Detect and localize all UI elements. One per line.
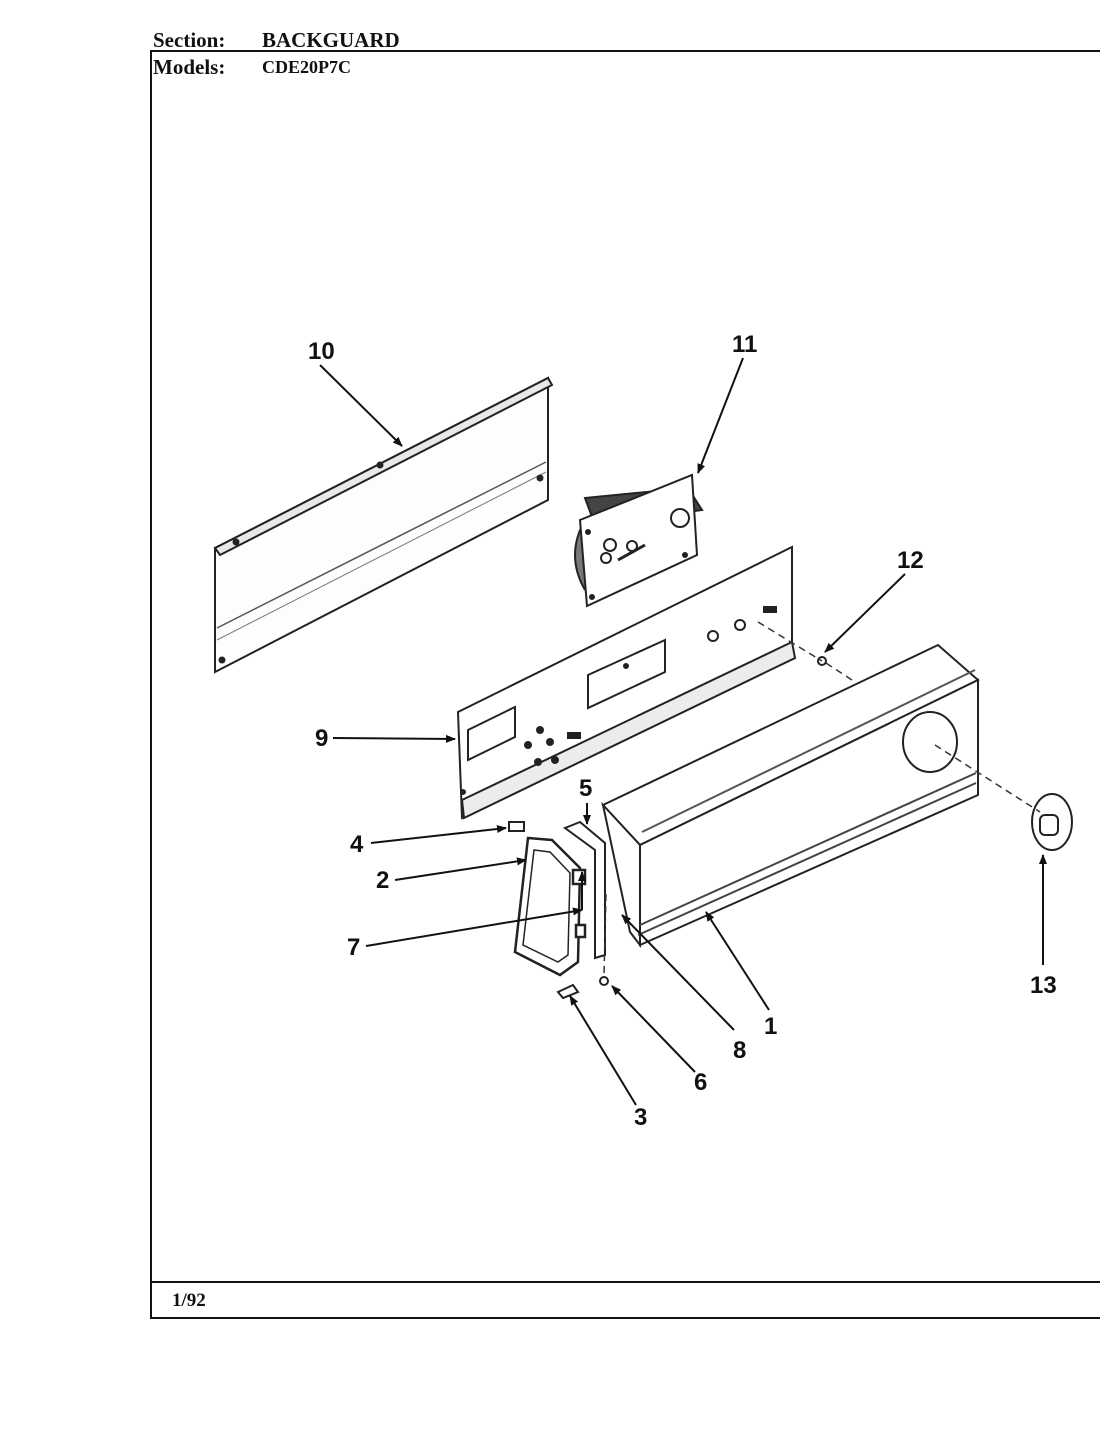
footer-divider <box>150 1281 1100 1283</box>
screw-part-6 <box>599 976 609 986</box>
control-panel-part-9 <box>456 545 797 820</box>
clip-part-4 <box>508 821 525 832</box>
section-value: BACKGUARD <box>262 28 400 52</box>
callout-7: 7 <box>347 934 360 961</box>
models-label: Models: <box>153 55 226 79</box>
control-assembly-part-11 <box>574 473 704 608</box>
end-cap-part-2 <box>513 836 587 977</box>
diagram-frame <box>150 50 1100 1319</box>
callout-6: 6 <box>694 1069 707 1096</box>
callout-1: 1 <box>764 1013 777 1040</box>
rear-panel-part-10 <box>213 376 554 674</box>
callout-leaders <box>319 357 1047 1106</box>
callout-5: 5 <box>579 775 592 802</box>
footer-date: 1/92 <box>172 1290 206 1311</box>
callout-3: 3 <box>634 1104 647 1131</box>
callout-12: 12 <box>897 547 924 574</box>
callout-2: 2 <box>376 867 389 894</box>
callout-13: 13 <box>1030 972 1057 999</box>
alignment-lines <box>603 621 1041 976</box>
models-value: CDE20P7C <box>262 57 351 77</box>
clip-part-3 <box>556 983 580 1000</box>
callout-10: 10 <box>308 338 335 365</box>
backguard-housing-part-1 <box>601 643 980 948</box>
callout-8: 8 <box>733 1037 746 1064</box>
knob-part-13 <box>1031 793 1073 851</box>
callout-4: 4 <box>350 831 364 858</box>
callout-11: 11 <box>732 331 757 358</box>
section-label: Section: <box>153 28 226 52</box>
callout-9: 9 <box>315 725 328 752</box>
